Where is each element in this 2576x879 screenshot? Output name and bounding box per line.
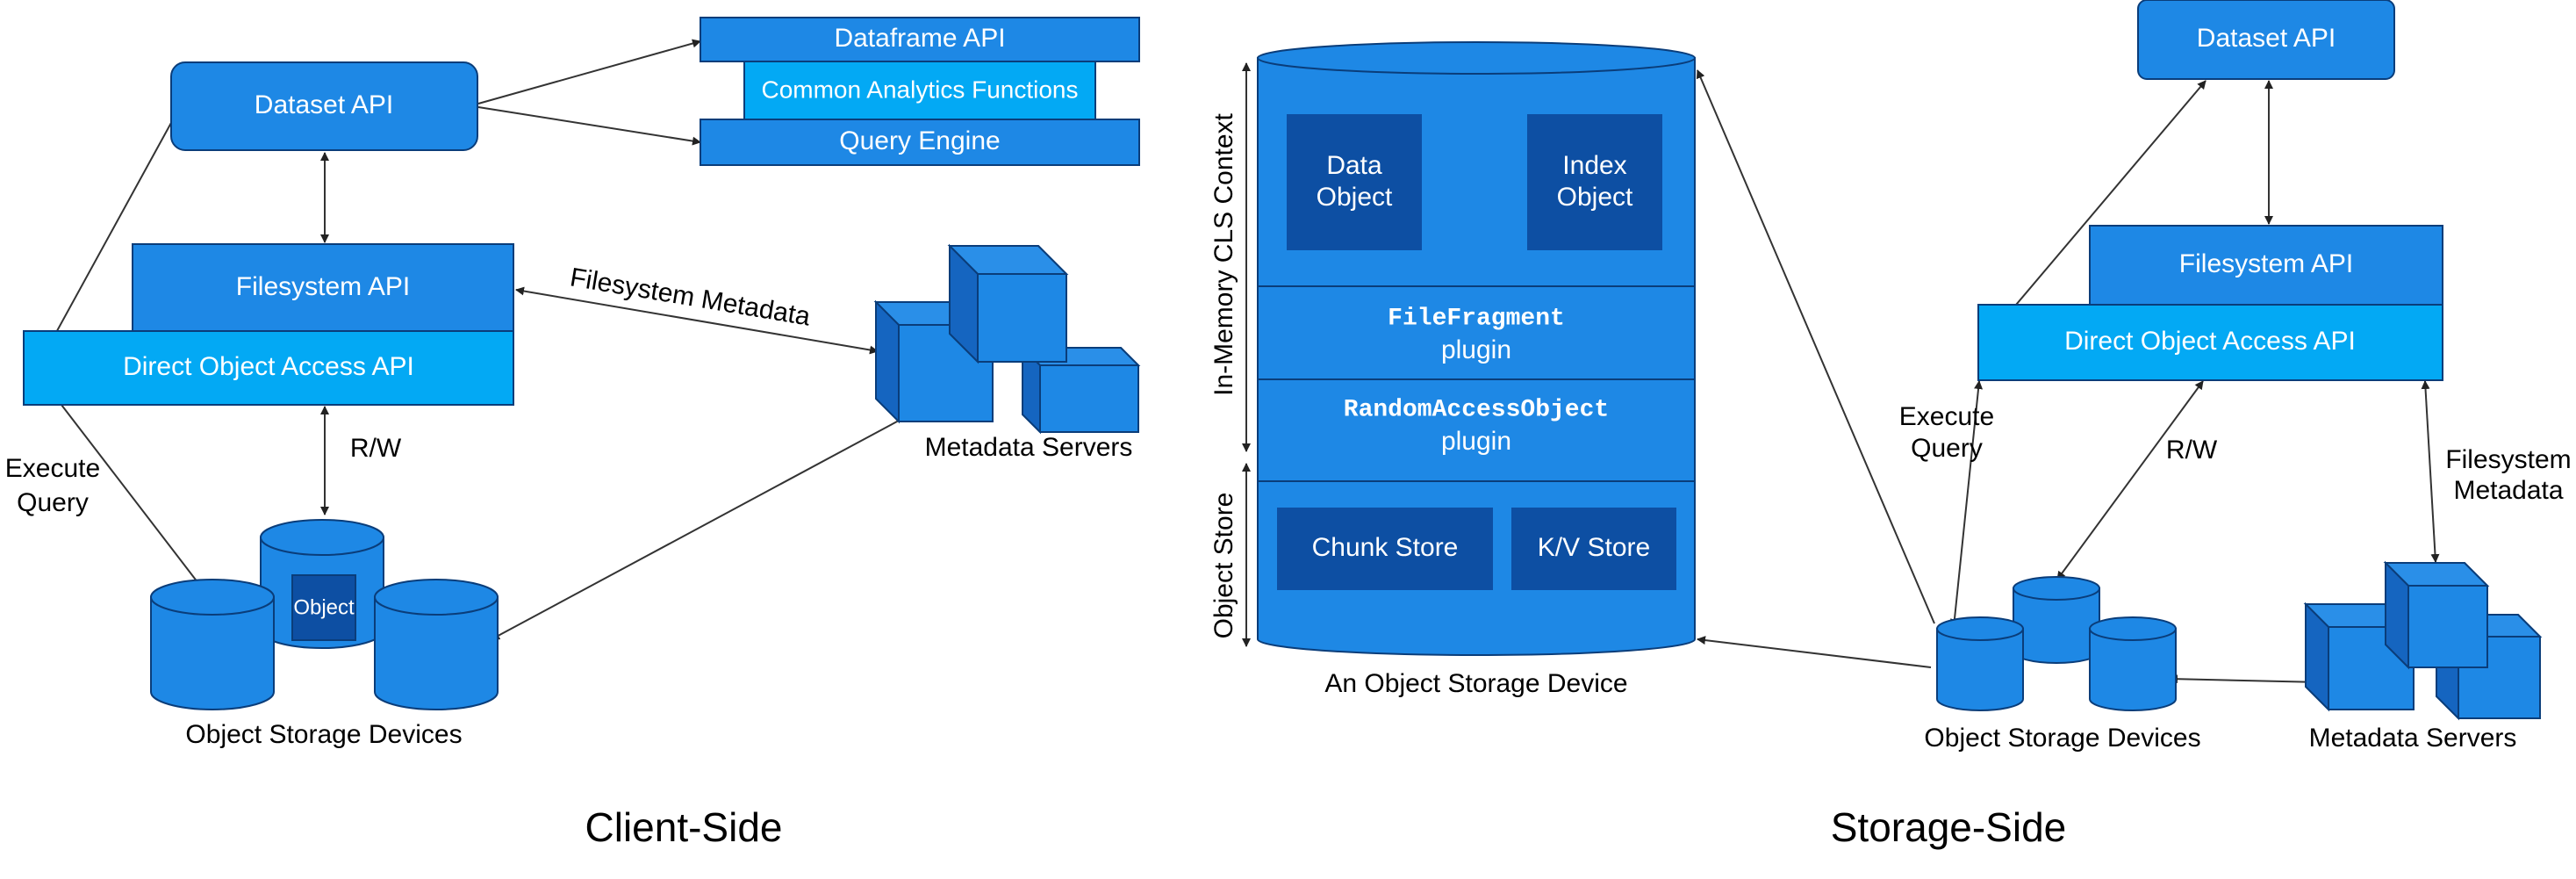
file-fragment-plugin: plugin (1441, 335, 1511, 364)
arrow-dataset-direct-access (47, 103, 183, 348)
object-store-side-label: Object Store (1209, 493, 1238, 639)
storage-osd-label: Object Storage Devices (1924, 724, 2200, 753)
dataframe-api-label: Dataframe API (834, 24, 1005, 53)
arrow-osd-to-metadata (2169, 674, 2322, 687)
index-object-box (1527, 114, 1662, 250)
storage-direct-object-access-api-box (1977, 304, 2443, 381)
index-object-label-1: Index (1562, 151, 1626, 180)
kv-store-box (1511, 508, 1676, 590)
file-fragment-code: FileFragment (1388, 305, 1565, 332)
client-side-panel: Dataset API Dataframe API Common Analyti… (5, 17, 1141, 850)
arrow-osd-to-device-top (1696, 69, 1935, 624)
client-rw-label: R/W (350, 434, 402, 463)
storage-side-panel: Data Object Index Object FileFragment pl… (1209, 0, 2572, 850)
arrow-rw-storage (2056, 380, 2204, 580)
arrow-osd-to-device-bottom (1697, 636, 1932, 668)
direct-object-access-api-label: Direct Object Access API (123, 352, 414, 381)
client-osd-cylinder-left (150, 579, 275, 710)
metadata-servers-icon (873, 243, 1141, 435)
chunk-store-box (1277, 508, 1493, 590)
chunk-store-label: Chunk Store (1312, 533, 1459, 562)
kv-store-label: K/V Store (1538, 533, 1650, 562)
query-engine-box (700, 119, 1140, 166)
storage-side-caption: Storage-Side (1831, 804, 2067, 850)
storage-execute-label-1: Execute (1899, 402, 1994, 431)
data-object-label-2: Object (1317, 183, 1393, 212)
storage-metadata-servers-icon (2303, 560, 2543, 721)
storage-dataset-api-box (2137, 0, 2395, 80)
storage-osd-cylinder-right (2089, 616, 2177, 711)
in-memory-context-label: In-Memory CLS Context (1209, 112, 1238, 395)
storage-osd-cylinder-center (2013, 576, 2100, 664)
data-object-box (1287, 114, 1422, 250)
arrow-fs-metadata-storage (2421, 380, 2440, 563)
client-osd-cylinder-right (374, 579, 499, 710)
storage-execute-label-2: Query (1911, 434, 1983, 463)
device-label: An Object Storage Device (1324, 669, 1627, 698)
storage-metadata-cube-top (2383, 560, 2490, 670)
storage-filesystem-api-label: Filesystem API (2179, 249, 2353, 278)
storage-osd-cylinder-left (1936, 616, 2024, 711)
client-side-caption: Client-Side (585, 804, 783, 850)
client-execute-label-1: Execute (5, 454, 100, 483)
random-access-plugin: plugin (1441, 427, 1511, 456)
common-analytics-label: Common Analytics Functions (761, 76, 1078, 103)
client-osd-cylinder-center: Object (260, 519, 384, 649)
arrow-execute-query (52, 393, 205, 591)
arrow-dataset-to-dataframe (477, 39, 701, 104)
storage-filesystem-api-box (2089, 225, 2443, 306)
metadata-cube-top (947, 243, 1069, 364)
filesystem-api-label: Filesystem API (236, 272, 410, 301)
storage-fs-meta-label-1: Filesystem (2445, 445, 2571, 474)
filesystem-api-box (132, 243, 514, 332)
arrow-dataset-to-query-engine (477, 106, 701, 146)
storage-fs-meta-label-2: Metadata (2453, 476, 2563, 505)
index-object-label-2: Object (1557, 183, 1633, 212)
storage-rw-label: R/W (2166, 436, 2218, 465)
storage-metadata-servers-label: Metadata Servers (2309, 724, 2517, 753)
dataset-api-box (170, 61, 478, 151)
client-osd-label: Object Storage Devices (185, 720, 462, 749)
arrow-metadata-to-osd (491, 394, 947, 640)
object-box (291, 574, 356, 641)
client-execute-label-2: Query (17, 488, 89, 517)
arrow-execute-query-storage (1949, 380, 1984, 628)
random-access-code: RandomAccessObject (1344, 396, 1609, 423)
data-object-label-1: Data (1326, 151, 1382, 180)
arrow-dataset-to-direct-access (2001, 80, 2206, 322)
dataframe-api-box (700, 17, 1140, 62)
storage-direct-object-access-api-label: Direct Object Access API (2064, 327, 2356, 356)
client-metadata-servers-label: Metadata Servers (925, 433, 1133, 462)
query-engine-label: Query Engine (839, 126, 1000, 155)
direct-object-access-api-box (23, 330, 514, 406)
arrow-filesystem-metadata (515, 286, 879, 355)
dataset-api-label: Dataset API (255, 90, 393, 119)
storage-dataset-api-label: Dataset API (2197, 24, 2336, 53)
filesystem-metadata-label: Filesystem Metadata (568, 263, 813, 331)
object-label: Object (293, 595, 355, 619)
